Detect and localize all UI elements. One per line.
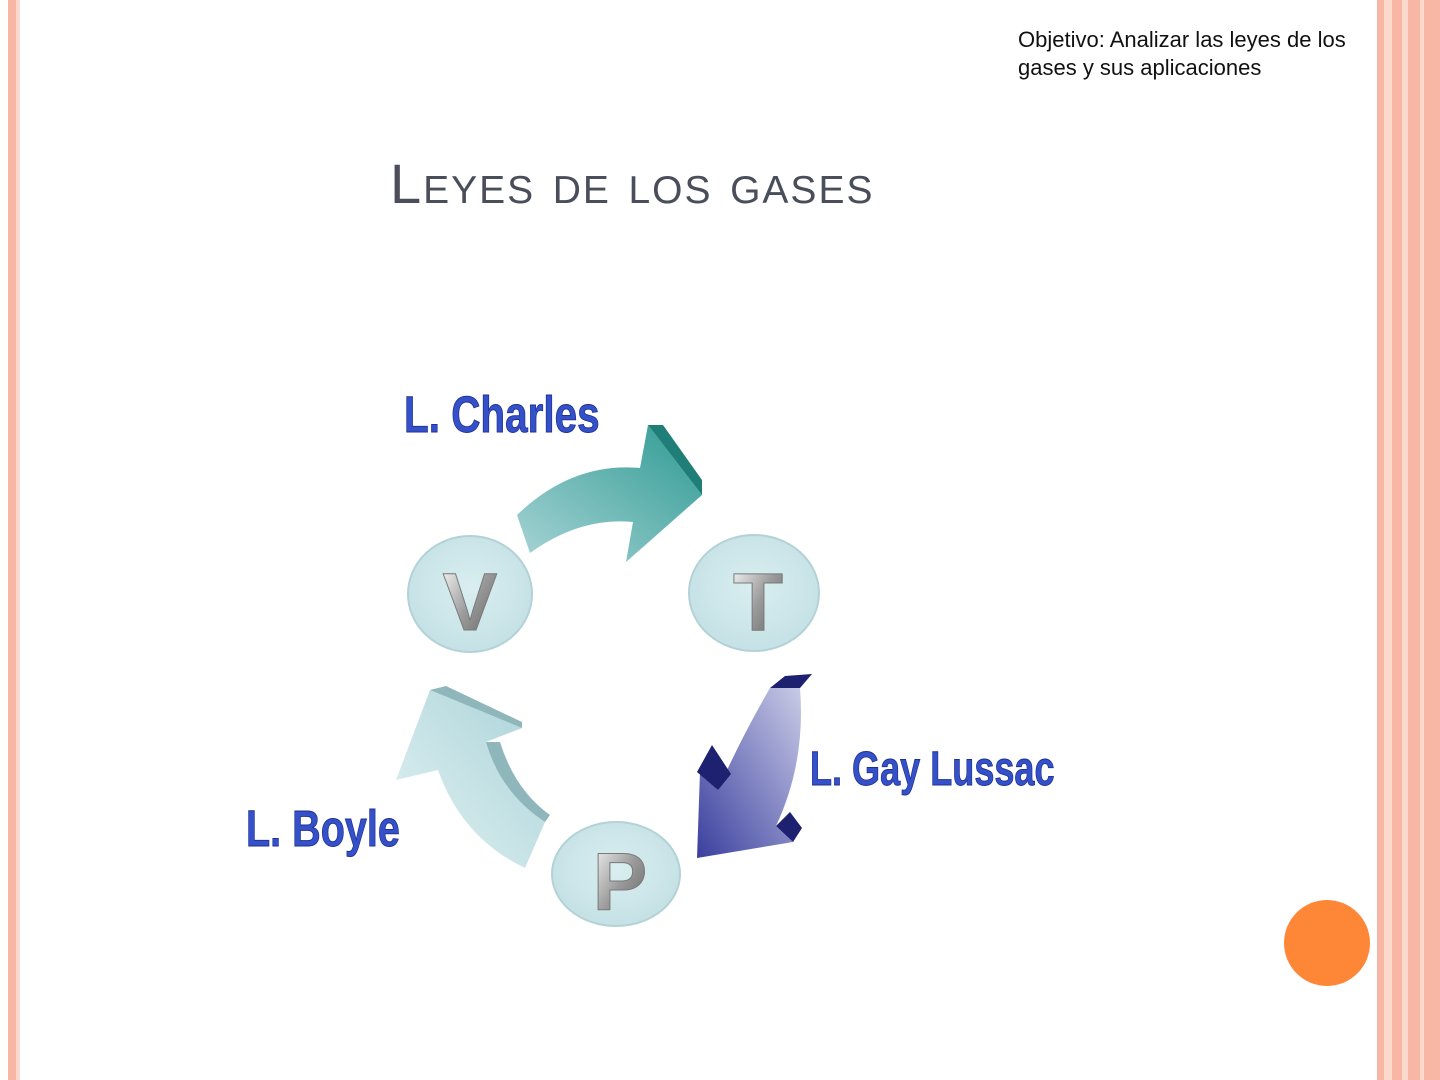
node-t: T [688,534,820,652]
slide-title: Leyes de los gases [390,152,875,215]
left-border-stripe-light [16,0,20,1080]
right-border-stripe-2 [1384,0,1392,1080]
right-border-stripe-1 [1377,0,1384,1080]
left-border-stripe [8,0,16,1080]
right-border-stripe-4 [1402,0,1408,1080]
gay-lussac-arrow [697,674,812,858]
objective-text: Objetivo: Analizar las leyes de los gase… [1018,26,1380,82]
label-charles: L. Charles [404,387,600,443]
right-border-stripe-6 [1420,0,1424,1080]
label-boyle: L. Boyle [246,800,400,857]
node-v-letter: V [443,557,498,648]
right-border-stripe-3 [1392,0,1402,1080]
decorative-orange-circle [1284,900,1370,986]
right-border-stripe-5 [1408,0,1440,1080]
node-p-letter: P [593,837,648,928]
objective-line-1: Objetivo: Analizar las leyes de los [1018,27,1346,52]
node-v: V [407,535,533,653]
node-p: P [551,821,681,929]
node-t-letter: T [733,557,783,648]
objective-line-2: gases y sus aplicaciones [1018,55,1262,80]
charles-arrow [517,425,702,562]
boyle-arrow [396,686,550,868]
label-gay-lussac: L. Gay Lussac [810,742,1055,796]
